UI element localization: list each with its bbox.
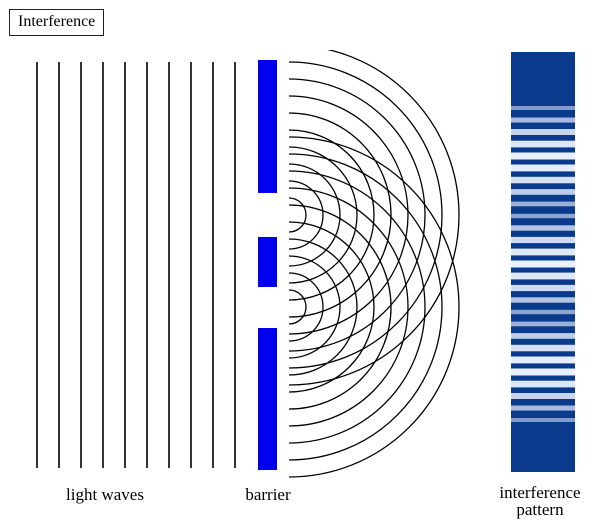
wavefront-ring — [289, 112, 392, 318]
bright-fringe — [511, 405, 575, 411]
wavefront-ring — [289, 153, 443, 461]
bright-fringe — [511, 236, 575, 244]
bright-fringe — [511, 333, 575, 339]
bright-fringe — [511, 176, 575, 184]
bright-fringe — [511, 152, 575, 160]
wavefront-ring — [289, 255, 341, 359]
wavefront-ring — [289, 180, 324, 250]
bright-fringe — [511, 272, 575, 280]
barrier-segment — [258, 328, 277, 470]
bright-fringe — [511, 344, 575, 352]
interference-pattern-screen — [511, 52, 575, 472]
bright-fringe — [511, 260, 575, 268]
bright-fringe — [511, 140, 575, 148]
wavefront-ring — [289, 221, 375, 393]
bright-fringe — [511, 309, 575, 315]
bright-fringe — [511, 201, 575, 207]
wavefronts-group — [289, 50, 460, 478]
bright-fringe — [511, 117, 575, 123]
light-waves-group — [36, 62, 236, 468]
wavefront-ring — [289, 163, 341, 267]
bright-fringe — [511, 129, 575, 135]
wavefront-ring — [289, 129, 375, 301]
interference-pattern-label-line1: interference — [499, 483, 581, 502]
bright-fringe — [511, 380, 575, 388]
bright-fringe — [511, 297, 575, 303]
wavefront-ring — [289, 61, 443, 369]
light-waves-label: light waves — [66, 485, 144, 504]
bright-fringe — [511, 284, 575, 292]
barrier-segment — [258, 237, 277, 287]
bright-fringe — [511, 418, 575, 422]
interference-pattern-label-line2: pattern — [516, 500, 564, 519]
bright-fringe — [511, 164, 575, 172]
wavefront-ring — [289, 238, 358, 376]
diagram-title: Interference — [9, 9, 105, 36]
barrier-segment — [258, 60, 277, 193]
wavefront-ring — [289, 95, 409, 335]
bright-fringe — [511, 106, 575, 110]
interference-pattern-label: interference pattern — [480, 484, 600, 518]
wavefront-ring — [289, 272, 324, 342]
wavefront-ring — [289, 136, 460, 478]
wavefront-ring — [289, 50, 460, 386]
bright-fringe — [511, 189, 575, 195]
bright-fringe — [511, 213, 575, 219]
wavefront-ring — [289, 78, 426, 352]
barrier-label: barrier — [245, 485, 291, 504]
bright-fringe — [511, 356, 575, 364]
bright-fringe — [511, 321, 575, 327]
wavefront-ring — [289, 170, 426, 444]
wavefront-ring — [289, 146, 358, 284]
bright-fringe — [511, 225, 575, 231]
bright-fringe — [511, 248, 575, 256]
wavefront-ring — [289, 204, 392, 410]
barrier-group — [258, 60, 277, 470]
wavefront-ring — [289, 197, 307, 233]
wavefront-ring — [289, 289, 307, 325]
wavefront-ring — [289, 187, 409, 427]
bright-fringe — [511, 368, 575, 376]
bright-fringe — [511, 393, 575, 399]
